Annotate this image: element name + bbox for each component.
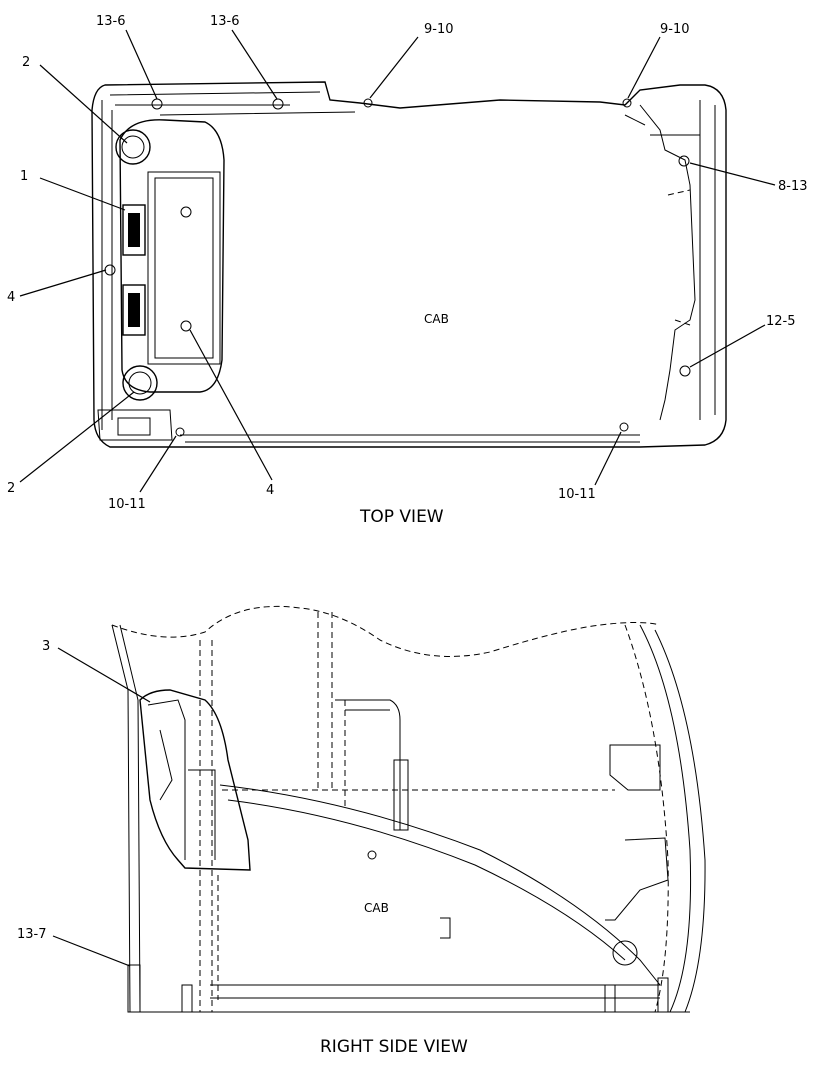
leader-2-bottom [19,391,135,483]
leader-4-bottom [189,329,273,481]
window-frame [317,612,346,810]
cab-label-top: CAB [424,312,449,326]
fastener [104,264,116,276]
window-handle [335,699,401,830]
leader-13-6-b [231,29,278,100]
floor-plate-mark [440,917,451,939]
fastener [151,98,163,110]
callout-label: 10-11 [558,487,596,502]
left-post [111,624,141,1013]
right-wall [624,100,716,421]
vent-lower-inner [128,371,152,395]
side-panel-hidden [217,789,615,1000]
leader-1 [39,177,126,211]
fastener [175,427,185,437]
callout-label: 4 [7,290,15,305]
callout-label: 9-10 [424,22,454,37]
fastener [272,98,284,110]
callout-label: 13-7 [17,927,47,942]
side-view-title: RIGHT SIDE VIEW [320,1037,468,1057]
control-module-upper [122,204,146,256]
bottom-rail [180,434,640,443]
console-side [139,689,251,871]
callout-label: 9-10 [660,22,690,37]
console-panel-inner [154,177,214,359]
vent-upper [115,129,151,165]
lower-bracket [97,409,173,441]
leader-4-left [19,269,107,297]
bolt-13-7 [127,964,141,1013]
break-line [111,605,661,657]
leader-12-5 [689,324,766,368]
left-post-hidden [199,640,213,1012]
cab-label-side: CAB [364,901,389,915]
side-panel-slope [219,784,661,986]
callout-label: 13-6 [96,14,126,29]
callout-label: 12-5 [766,314,796,329]
callout-label: 4 [266,483,274,498]
right-post-hidden [624,624,669,1013]
bolt [181,984,193,1013]
right-wall-hidden [667,189,691,326]
top-view: 13-6 13-6 9-10 9-10 2 1 8-13 4 12-5 2 4 … [7,14,808,527]
bolt [604,984,616,1013]
leader-3 [57,647,151,703]
fastener [678,155,690,167]
vent-upper-inner [121,135,145,159]
console-panel [147,171,221,365]
leader-2-top [39,64,128,144]
control-module-lower [122,284,146,336]
floor-grommet [612,940,638,966]
callout-label: 8-13 [778,179,808,194]
callout-label: 2 [22,55,30,70]
floor-rail [130,984,690,1013]
leader-10-11-left [139,435,177,493]
fastener [363,98,373,108]
leader-13-7 [52,935,131,967]
callout-label: 10-11 [108,497,146,512]
fastener [619,422,629,432]
leader-10-11-right [594,431,622,486]
side-view: 3 13-7 CAB RIGHT SIDE VIEW [17,605,706,1057]
top-view-title: TOP VIEW [359,507,444,527]
leader-9-10-b [627,36,661,99]
console-housing [119,119,225,393]
console-side-detail [147,699,216,860]
vent-lower [122,365,158,401]
fastener [367,850,377,860]
callout-label: 3 [42,639,50,654]
fastener [679,365,691,377]
fastener [180,320,192,332]
right-post [639,624,706,1013]
leader-8-13 [689,162,776,186]
control-module-lower-face [128,293,140,327]
fastener [622,98,632,108]
top-rail [109,91,356,116]
window-handle-grip [393,759,409,831]
control-module-upper-face [128,213,140,247]
rear-bracket [605,744,669,921]
callout-label: 13-6 [210,14,240,29]
cab-outline [91,81,727,448]
callout-label: 2 [7,481,15,496]
callout-label: 1 [20,169,28,184]
leader-9-10-a [369,36,419,99]
leader-13-6-a [125,29,158,100]
fastener [180,206,192,218]
bolt [657,977,669,1013]
